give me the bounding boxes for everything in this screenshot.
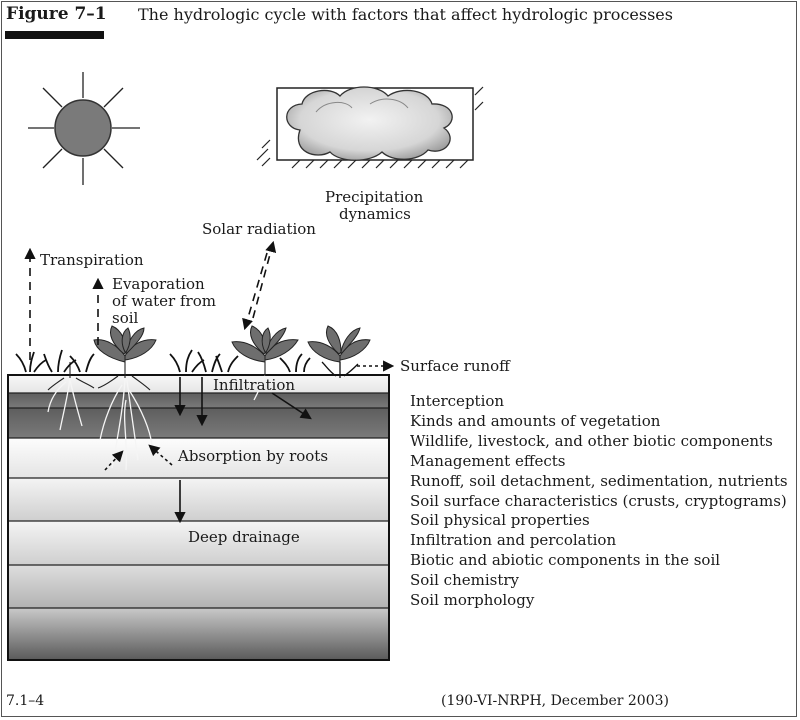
factor-item: Kinds and amounts of vegetation xyxy=(410,411,661,430)
plant-icon xyxy=(93,325,371,378)
deep-drainage-label: Deep drainage xyxy=(188,528,300,546)
factor-item: Soil surface characteristics (crusts, cr… xyxy=(410,491,787,510)
precipitation-label-line2: dynamics xyxy=(339,205,411,223)
factor-item: Soil chemistry xyxy=(410,571,519,590)
factor-item: Runoff, soil detachment, sedimentation, … xyxy=(410,471,788,490)
solar-radiation-label: Solar radiation xyxy=(202,220,316,238)
evaporation-label-line1: Evaporation xyxy=(112,275,205,293)
factors-list: Interception Kinds and amounts of vegeta… xyxy=(410,392,788,611)
factor-item: Infiltration and percolation xyxy=(410,531,617,550)
precipitation-label-line1: Precipitation xyxy=(325,188,424,206)
document-reference: (190-VI-NRPH, December 2003) xyxy=(441,693,669,709)
title-underline-bar xyxy=(5,31,104,39)
infiltration-label: Infiltration xyxy=(213,376,296,394)
page-number: 7.1–4 xyxy=(6,693,45,709)
infiltration-arrow-3 xyxy=(271,392,312,420)
surface-runoff-label: Surface runoff xyxy=(400,357,510,375)
arrows xyxy=(24,240,395,524)
absorption-arrow-right xyxy=(148,444,173,466)
plant-roots xyxy=(47,374,266,471)
grass-icon xyxy=(15,349,311,373)
factor-item: Wildlife, livestock, and other biotic co… xyxy=(410,431,773,450)
transpiration-label: Transpiration xyxy=(40,251,144,269)
sun-icon xyxy=(28,72,140,185)
figure-label: Figure 7–1 xyxy=(6,4,107,24)
absorption-label: Absorption by roots xyxy=(178,447,329,465)
factor-item: Soil physical properties xyxy=(410,511,590,530)
factor-item: Soil morphology xyxy=(410,591,535,610)
factor-item: Management effects xyxy=(410,451,566,470)
evaporation-label-line2: of water from xyxy=(112,292,216,310)
evaporation-label-line3: soil xyxy=(112,309,139,327)
soil-profile xyxy=(7,374,390,661)
factor-item: Biotic and abiotic components in the soi… xyxy=(410,551,721,570)
solar-radiation-arrow-out xyxy=(252,240,277,319)
factor-item: Interception xyxy=(410,392,505,410)
cloud-icon xyxy=(256,86,484,169)
solar-radiation-arrow-in xyxy=(242,252,268,331)
figure-title: The hydrologic cycle with factors that a… xyxy=(138,5,673,24)
absorption-arrow-left xyxy=(104,450,124,471)
plant-roots-top xyxy=(47,359,266,391)
